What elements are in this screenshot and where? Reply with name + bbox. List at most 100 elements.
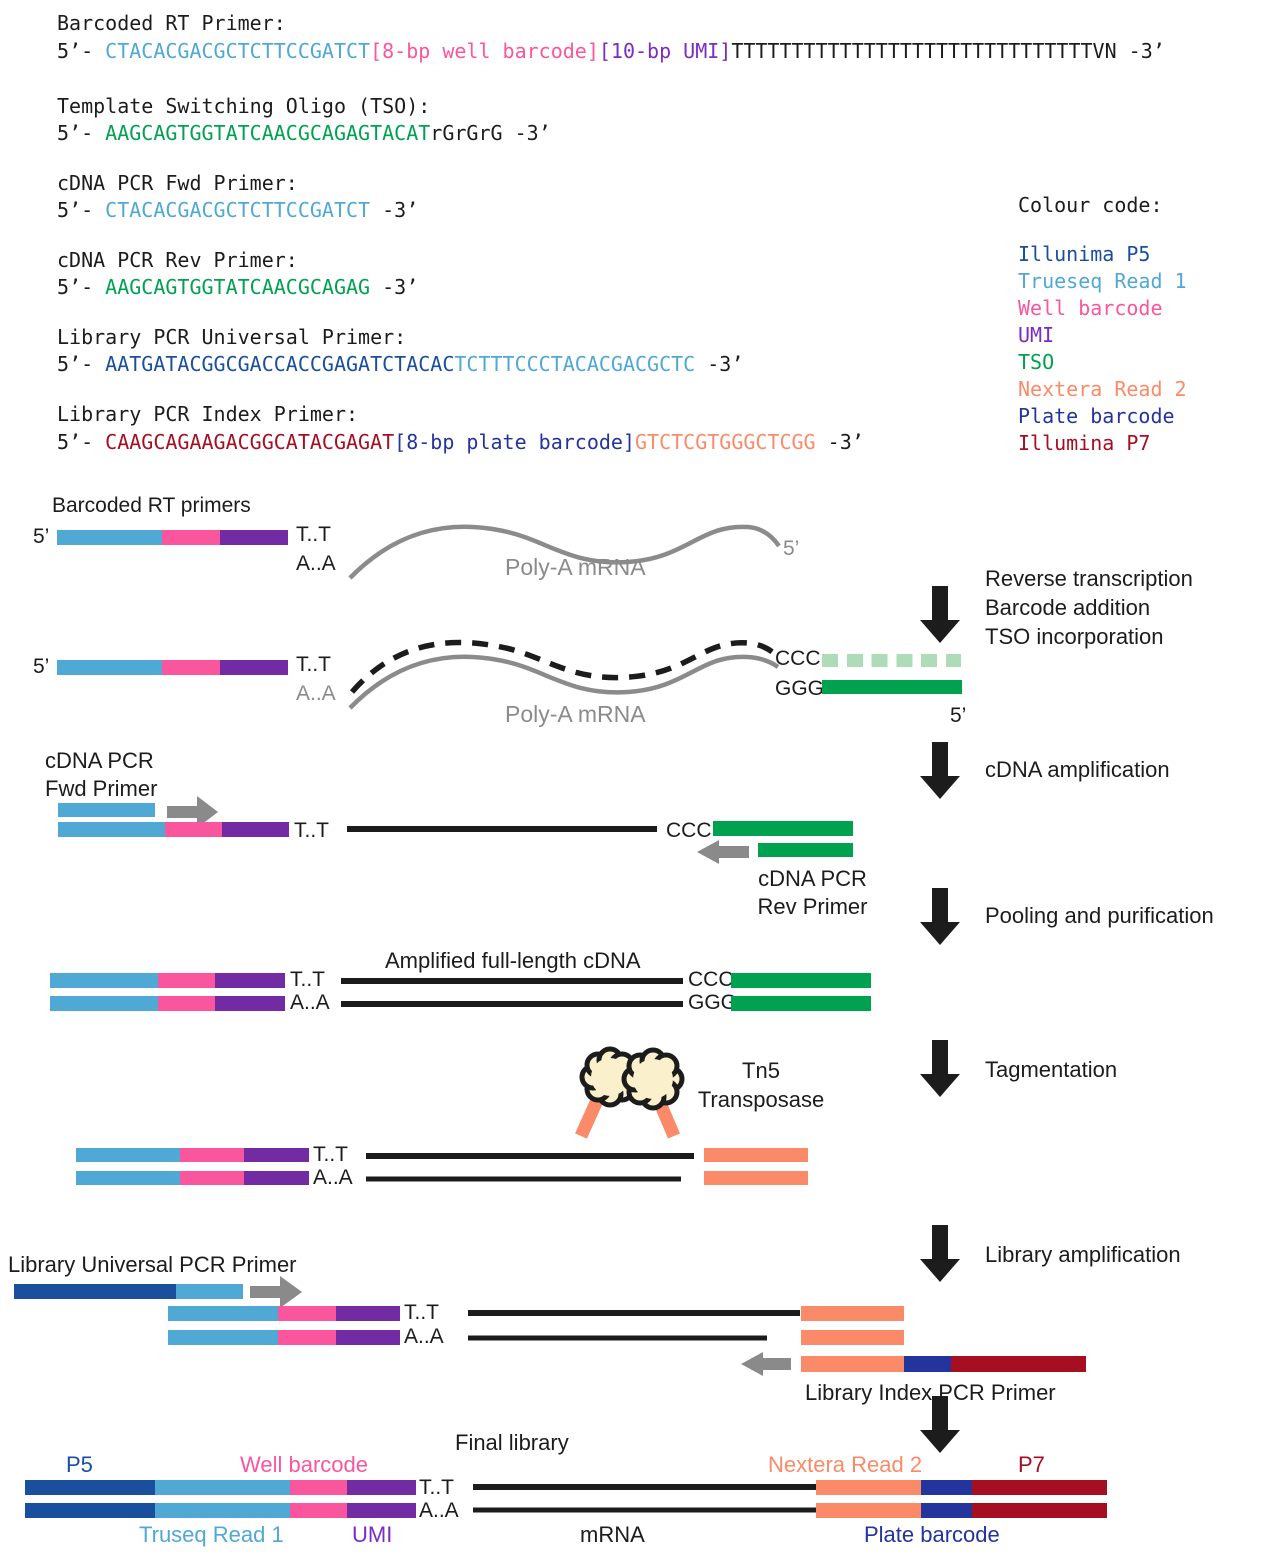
label-ttt: T..T [294, 819, 329, 842]
legend-entry: Plate barcode [1018, 404, 1175, 428]
well-barcode-segment [180, 1148, 244, 1162]
label-ttt: T..T [290, 968, 325, 991]
label-aaa: A..A [419, 1499, 459, 1522]
library-template-bar [168, 1306, 400, 1321]
label-ccc: CCC [666, 819, 712, 842]
sequence-segment: 5’- [57, 198, 106, 222]
mrna-curve [348, 654, 780, 710]
legend-entry: Well barcode [1018, 296, 1163, 320]
p7-segment [972, 1503, 1107, 1518]
sequence-segment: TCTTTCCCTACACGACGCTC [454, 352, 696, 376]
truseq-read1-segment [76, 1148, 180, 1162]
tn5-blob-fill [633, 1059, 673, 1099]
label-cdna-pcr-fwd-1: cDNA PCR [45, 748, 154, 773]
truseq-read1-segment [155, 1480, 290, 1495]
truseq-read1-segment [176, 1284, 243, 1299]
umi-segment [336, 1330, 400, 1345]
label-mrna: mRNA [580, 1522, 645, 1547]
universal-primer-bar [14, 1284, 243, 1299]
universal-primer-extension-arrow [250, 1276, 302, 1308]
arrow-tagmentation [920, 1040, 960, 1097]
umi-segment [220, 660, 288, 675]
well-barcode-segment [180, 1171, 244, 1185]
sequence-segment: -3’ [695, 352, 744, 376]
truseq-read1-segment [58, 803, 155, 817]
legend-entry: Illumina P7 [1018, 431, 1151, 455]
sequence-segment: AAGCAGTGGTATCAACGCAGAGTACAT [105, 121, 431, 145]
umi-segment [222, 822, 289, 837]
label-aaa: A..A [313, 1166, 353, 1189]
nextera-read2-segment [816, 1480, 921, 1495]
sequence-segment: CAAGCAGAAGACGGCATACGAGAT [105, 430, 395, 454]
five-prime-label: 5’ [33, 525, 50, 548]
truseq-read1-segment [50, 973, 158, 988]
primer-title: cDNA PCR Fwd Primer: [57, 171, 298, 195]
amplified-cdna-bar [50, 973, 285, 988]
umi-segment [244, 1171, 309, 1185]
primer-sequence: 5’- CAAGCAGAAGACGGCATACGAGAT[8-bp plate … [57, 431, 864, 454]
nextera-adapter-bar [801, 1306, 904, 1321]
sequence-segment: -3’ [370, 198, 419, 222]
rt-primer-bar [57, 660, 288, 675]
index-primer-extension-arrow [741, 1352, 791, 1376]
well-barcode-segment [162, 660, 220, 675]
fwd-primer-extension-arrow [167, 796, 218, 828]
step-label-tso-incorporation: TSO incorporation [985, 624, 1164, 649]
sequence-segment: -3’ [370, 275, 419, 299]
truseq-read1-segment [168, 1306, 278, 1321]
label-cdna-pcr-rev-1: cDNA PCR [758, 866, 867, 891]
primer-title: cDNA PCR Rev Primer: [57, 248, 298, 272]
nextera-read2-segment [801, 1356, 904, 1372]
final-library-bar-left [25, 1503, 416, 1518]
step-label-barcode-addition: Barcode addition [985, 595, 1151, 620]
sequence-segment: 5’- [57, 352, 106, 376]
sequence-segment: 5’- [57, 430, 106, 454]
label-cdna-pcr-fwd-2: Fwd Primer [45, 776, 158, 801]
tn5-adapter-leg [575, 1093, 605, 1139]
umi-segment [347, 1480, 416, 1495]
nextera-read2-segment [704, 1171, 808, 1185]
rev-primer-bar [758, 843, 853, 857]
step-label-cdna-amplification: cDNA amplification [985, 757, 1170, 782]
nextera-read2-segment [801, 1306, 904, 1321]
well-barcode-segment [158, 996, 215, 1011]
tso-bar [713, 821, 853, 836]
label-ttt: T..T [419, 1476, 454, 1499]
primer-title: Template Switching Oligo (TSO): [57, 94, 431, 118]
label-poly-a-mrna: Poly-A mRNA [505, 554, 646, 580]
well-barcode-segment [165, 822, 222, 837]
label-poly-a-mrna: Poly-A mRNA [505, 701, 646, 727]
legend-entry: TSO [1018, 350, 1055, 374]
legend-entry: UMI [1018, 323, 1055, 347]
nextera-read2-segment [816, 1503, 921, 1518]
arrow-library-amplification [920, 1225, 960, 1282]
label-transposase: Transposase [697, 1087, 825, 1112]
truseq-read1-segment [76, 1171, 180, 1185]
sequence-segment: 5’- [57, 39, 106, 63]
umi-segment [215, 996, 285, 1011]
label-umi: UMI [352, 1522, 393, 1547]
sequence-segment: rGrGrG [430, 121, 503, 145]
step-label-library-amplification: Library amplification [985, 1242, 1181, 1267]
label-ggg: GGG [688, 991, 738, 1014]
cdna-template-bar [58, 822, 289, 837]
well-barcode-segment [162, 530, 220, 545]
label-library-index-pcr-primer: Library Index PCR Primer [805, 1380, 1056, 1405]
truseq-read1-segment [58, 822, 165, 837]
p7-segment [951, 1356, 1086, 1372]
well-barcode-segment [290, 1480, 347, 1495]
umi-segment [220, 530, 288, 545]
arrow-reverse-transcription [920, 586, 960, 643]
legend-entry: Illunima P5 [1018, 242, 1151, 266]
sequence-segment: [8-bp well barcode] [370, 39, 599, 63]
label-ttt: T..T [404, 1301, 439, 1324]
library-template-bar [168, 1330, 400, 1345]
sequence-segment: CTACACGACGCTCTTCCGATCT [105, 198, 371, 222]
p5-segment [25, 1480, 155, 1495]
fwd-primer-bar [58, 803, 155, 817]
well-barcode-segment [290, 1503, 347, 1518]
five-prime-label: 5’ [33, 655, 50, 678]
label-plate-barcode: Plate barcode [864, 1522, 1000, 1547]
sequence-segment: CTACACGACGCTCTTCCGATCT [105, 39, 371, 63]
